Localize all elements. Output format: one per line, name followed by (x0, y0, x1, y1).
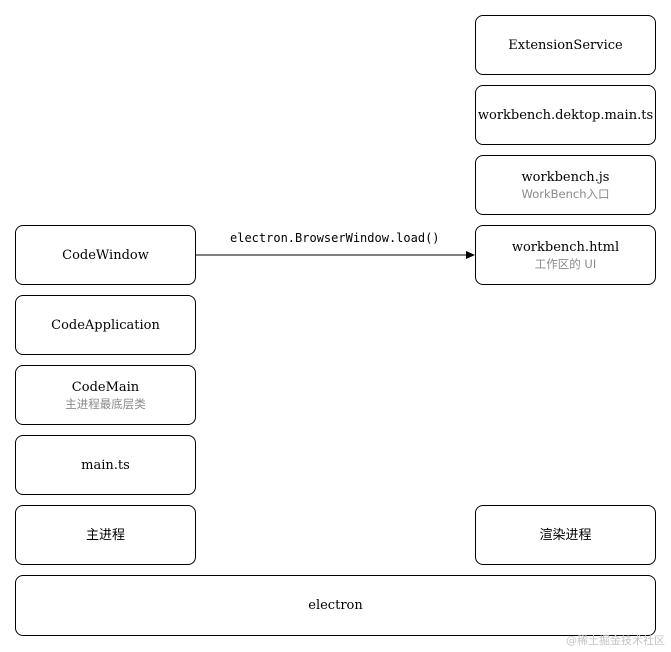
code-window-node: CodeWindow (15, 225, 196, 285)
renderer-process-node: 渲染进程 (475, 505, 656, 565)
electron-base-title: electron (308, 598, 363, 613)
code-window-title: CodeWindow (62, 247, 149, 263)
code-application-title: CodeApplication (51, 317, 160, 333)
extension-service-node: ExtensionService (475, 15, 656, 75)
workbench-js-subtitle: WorkBench入口 (521, 186, 610, 201)
workbench-js-title: workbench.js (521, 169, 610, 185)
code-main-node: CodeMain 主进程最底层类 (15, 365, 196, 425)
load-arrow-head (466, 251, 475, 259)
watermark-text: @稀土掘金技术社区 (566, 634, 665, 647)
workbench-html-node: workbench.html 工作区的 UI (475, 225, 656, 285)
load-arrow-label: electron.BrowserWindow.load() (230, 231, 440, 245)
code-application-node: CodeApplication (15, 295, 196, 355)
workbench-desktop-main-node: workbench.dektop.main.ts (475, 85, 656, 145)
renderer-process-title: 渲染进程 (539, 527, 592, 543)
main-ts-node: main.ts (15, 435, 196, 495)
code-main-title: CodeMain (71, 379, 140, 395)
main-process-node: 主进程 (15, 505, 196, 565)
electron-base-node: electron (15, 575, 656, 636)
main-process-title: 主进程 (85, 527, 125, 543)
workbench-js-node: workbench.js WorkBench入口 (475, 155, 656, 215)
workbench-desktop-main-title: workbench.dektop.main.ts (477, 107, 654, 123)
workbench-html-title: workbench.html (511, 239, 620, 255)
extension-service-title: ExtensionService (508, 37, 623, 53)
workbench-html-subtitle: 工作区的 UI (534, 256, 597, 271)
code-main-subtitle: 主进程最底层类 (65, 396, 146, 411)
main-ts-title: main.ts (81, 457, 130, 473)
